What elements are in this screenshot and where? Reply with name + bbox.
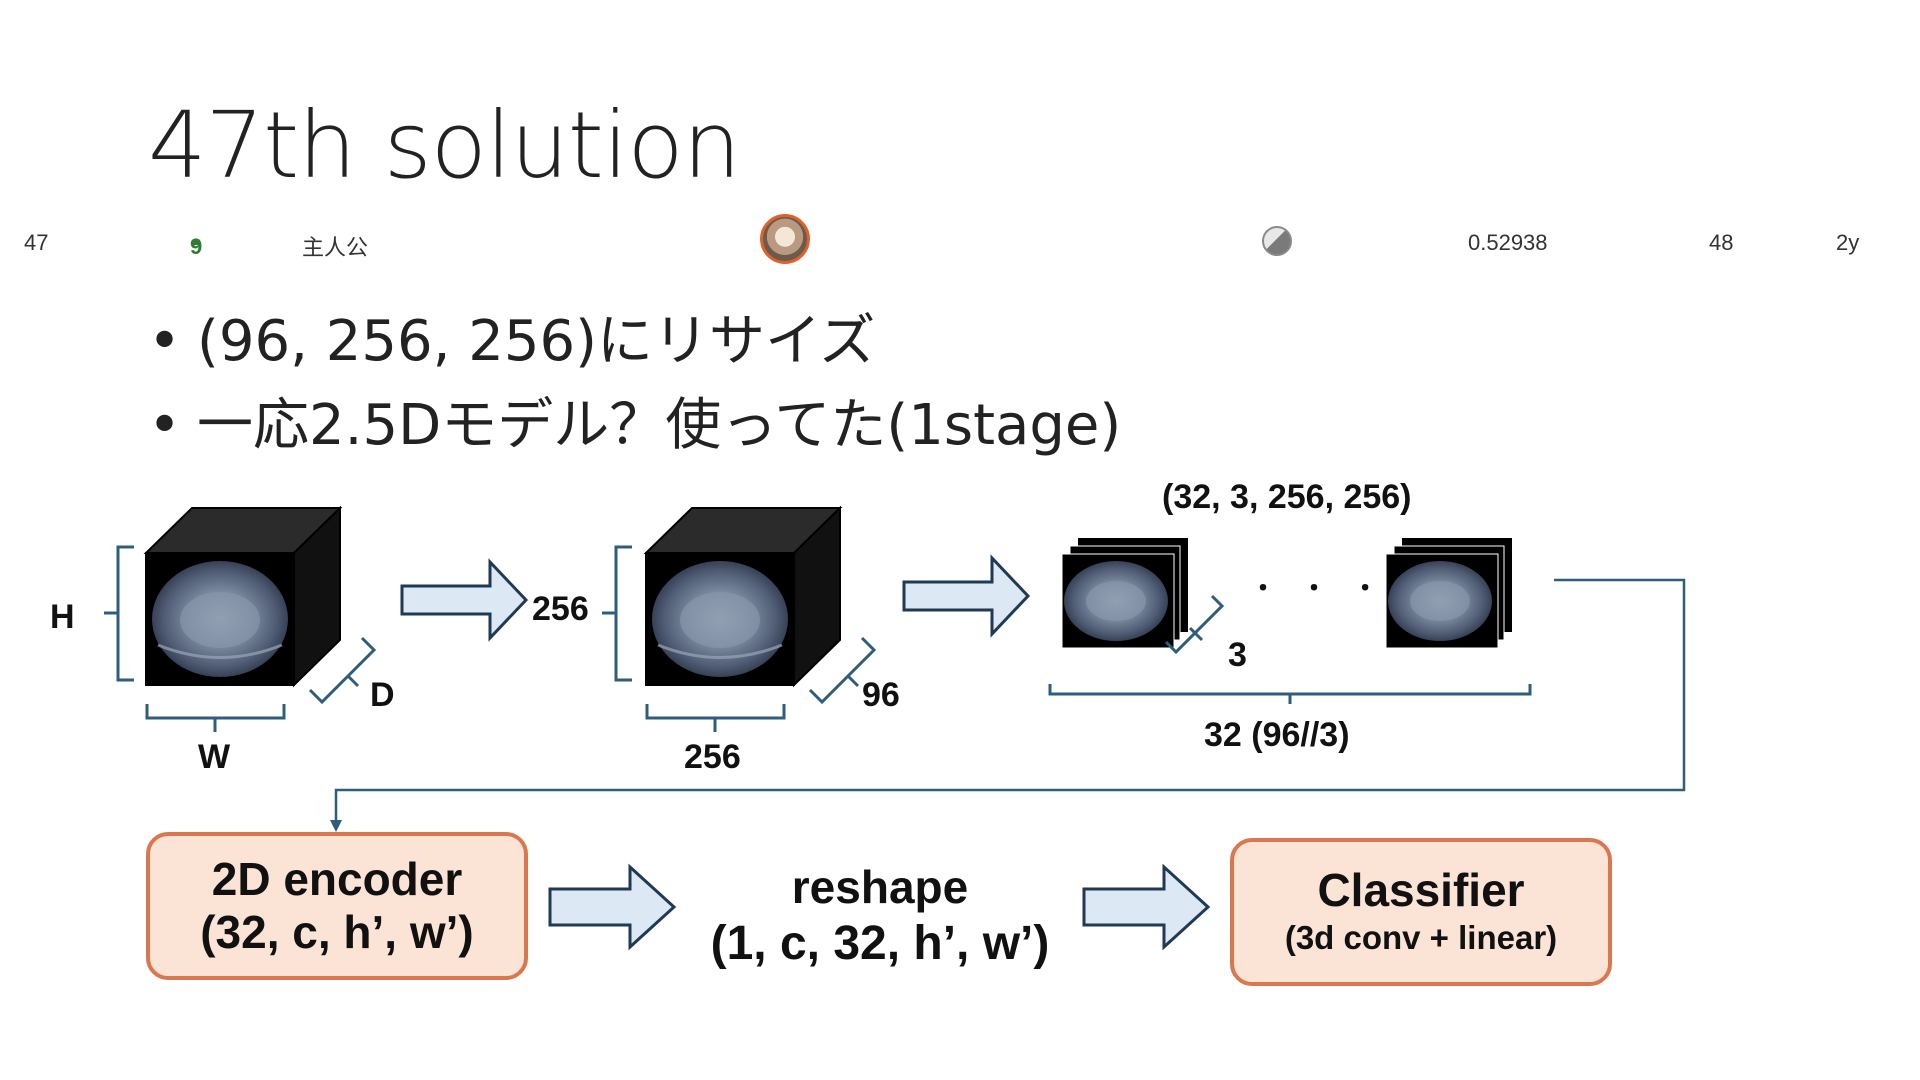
label-width-256: 256 [684, 738, 741, 776]
stack-count-bracket [1048, 684, 1532, 704]
classifier-box: Classifier (3d conv + linear) [1230, 838, 1612, 986]
label-depth-96: 96 [862, 676, 900, 714]
volume-cube-original [143, 505, 343, 688]
entries-count: 48 [1709, 230, 1734, 255]
width-bracket-256 [645, 704, 786, 732]
label-d: D [370, 676, 395, 714]
arrow-stack [902, 554, 1031, 638]
slice-stack-first [1061, 538, 1188, 649]
height-bracket-256 [602, 545, 632, 682]
bullet-text: 一応2.5Dモデル？使ってた(1stage) [197, 393, 1122, 458]
arrow-to-classifier [1082, 863, 1211, 951]
volume-cube-resized [643, 505, 843, 688]
reshape-label: reshape (1, c, 32, h’, w’) [680, 860, 1080, 973]
width-bracket [145, 704, 286, 732]
rank-number: 47 [24, 230, 49, 255]
classifier-detail: (3d conv + linear) [1284, 919, 1558, 956]
connector-line [334, 578, 1686, 822]
channel-bracket [1164, 594, 1225, 655]
ellipsis: ・ ・ ・ [1250, 574, 1387, 604]
encoder-shape: (32, c, h’, w’) [200, 906, 474, 958]
label-stack-shape: (32, 3, 256, 256) [1162, 478, 1412, 516]
score-value: 0.52938 [1468, 230, 1548, 255]
label-stack-count: 32 (96//3) [1204, 716, 1350, 754]
label-w: W [198, 738, 231, 776]
arrow-to-reshape [548, 863, 677, 951]
classifier-title: Classifier [1317, 864, 1525, 917]
arrow-resize [400, 558, 529, 642]
label-channels: 3 [1228, 636, 1247, 674]
reshape-shape: (1, c, 32, h’, w’) [710, 917, 1050, 971]
last-submission-age: 2y [1836, 230, 1860, 255]
encoder-box: 2D encoder (32, c, h’, w’) [146, 832, 528, 980]
upvote-icon[interactable]: ▲ [190, 234, 202, 248]
slide-title: 47th solution [148, 92, 741, 199]
label-h: H [50, 598, 75, 636]
connector-arrowhead [330, 820, 342, 832]
label-height-256: 256 [532, 590, 589, 628]
depth-bracket [308, 636, 377, 705]
depth-bracket-96 [808, 636, 877, 705]
bullet-model: •一応2.5Dモデル？使ってた(1stage) [148, 392, 1121, 459]
bullet-dot: • [148, 393, 182, 458]
slice-stack-last [1385, 538, 1512, 649]
bullet-text: (96, 256, 256)にリサイズ [197, 309, 876, 374]
bullet-resize: •(96, 256, 256)にリサイズ [148, 308, 875, 375]
leaderboard-row[interactable]: 47 ▲9 主人公 0.52938 48 2y [0, 226, 1920, 262]
vote-value: 9 [190, 234, 203, 259]
encoder-title: 2D encoder [211, 853, 463, 906]
bullet-dot: • [148, 309, 182, 374]
team-name[interactable]: 主人公 [302, 235, 369, 260]
reshape-title: reshape [791, 861, 969, 913]
height-bracket [104, 545, 134, 682]
user-avatar[interactable] [760, 214, 810, 264]
silver-medal-icon [1262, 226, 1292, 256]
